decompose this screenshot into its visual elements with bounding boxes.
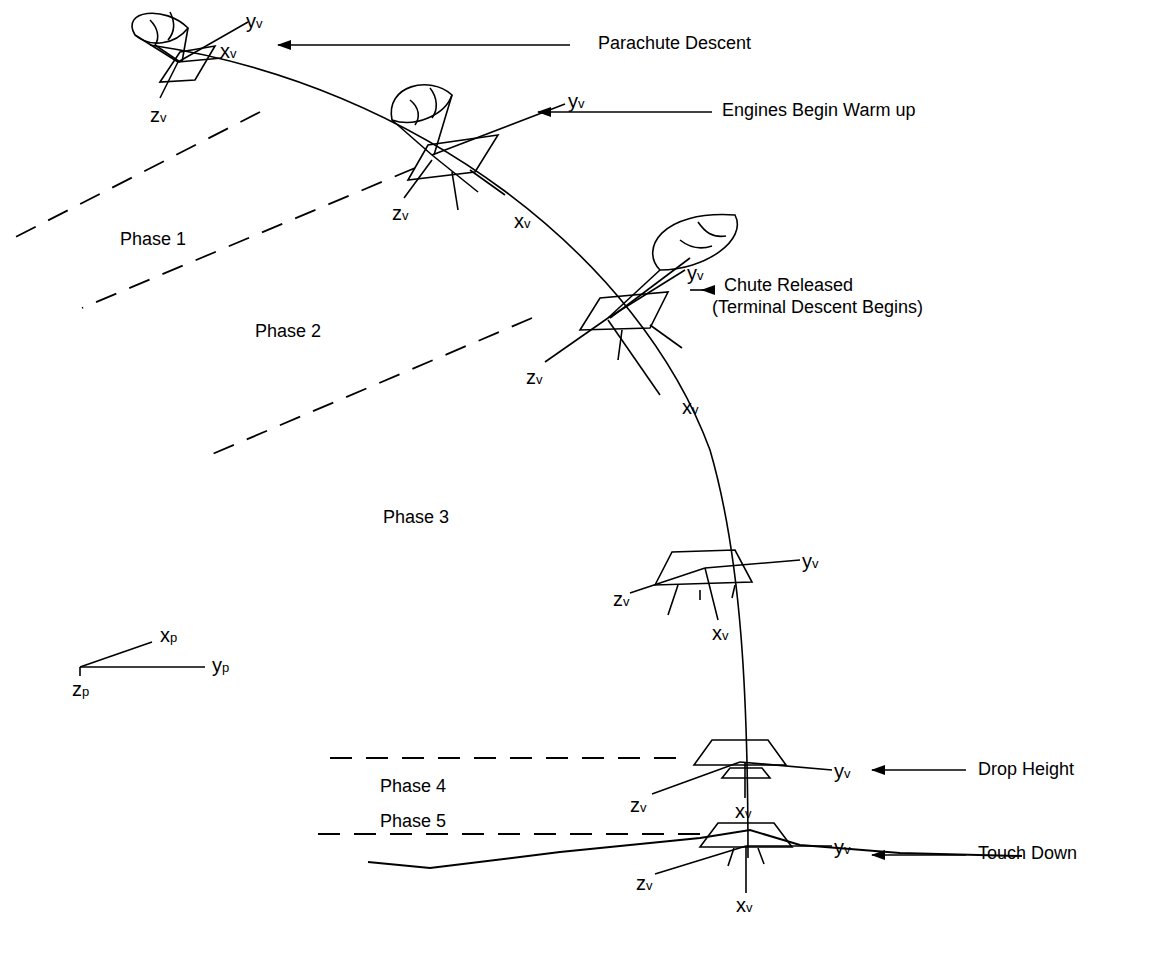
phase-label: Phase 3	[383, 508, 449, 528]
axis-label: xp	[160, 620, 177, 646]
phase-label: Phase 4	[380, 777, 446, 797]
axis-label: zv	[526, 362, 543, 388]
axis-label: yv	[834, 756, 851, 782]
axis-label: yv	[802, 546, 819, 572]
phase-label: Phase 1	[120, 230, 186, 250]
phase-label: Phase 5	[380, 812, 446, 832]
axis-label: xv	[735, 796, 752, 822]
axis-label: yv	[246, 6, 263, 32]
axis-label: zv	[392, 198, 409, 224]
callout-text: Parachute Descent	[598, 34, 751, 54]
axis-label: zv	[636, 868, 653, 894]
callout-text: Touch Down	[978, 844, 1077, 864]
axis-label: zv	[613, 584, 630, 610]
phase-label: Phase 2	[255, 322, 321, 342]
axis-label: zp	[72, 674, 89, 700]
axis-label: zv	[630, 790, 647, 816]
axis-label: yv	[568, 86, 585, 112]
axis-label: yp	[212, 650, 229, 676]
callout-text: Engines Begin Warm up	[722, 101, 915, 121]
axis-label: xv	[220, 36, 237, 62]
axis-label: yv	[834, 832, 851, 858]
axis-label: xv	[712, 618, 729, 644]
callout-text: Chute Released	[724, 276, 853, 296]
callout-text: Drop Height	[978, 760, 1074, 780]
axis-label: xv	[736, 890, 753, 916]
axis-label: zv	[150, 100, 167, 126]
callout-text: (Terminal Descent Begins)	[712, 298, 923, 318]
axis-label: xv	[514, 206, 531, 232]
axis-label: yv	[687, 258, 704, 284]
axis-label: xv	[682, 392, 699, 418]
